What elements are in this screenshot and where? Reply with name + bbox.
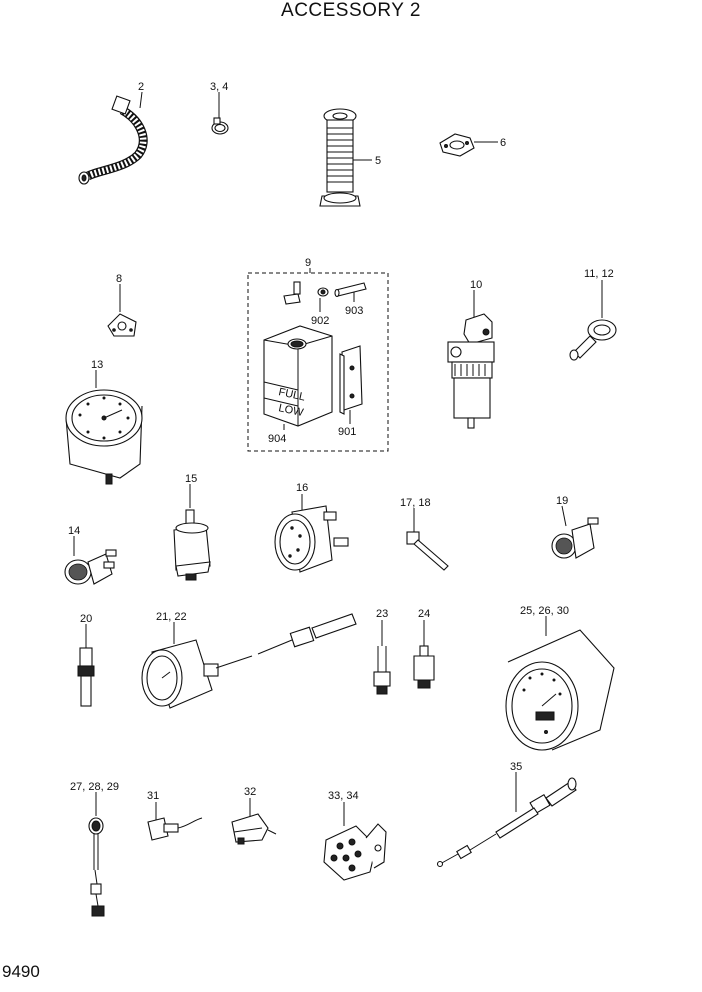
callout-23: 23 bbox=[376, 608, 388, 620]
part-35-throttle-cable: 35 bbox=[436, 761, 577, 868]
part-25-26-30-tachometer: 25, 26, 30 bbox=[505, 605, 615, 751]
callout-16: 16 bbox=[296, 482, 308, 494]
tank-low-label: LOW bbox=[277, 402, 305, 419]
callout-13: 13 bbox=[91, 359, 103, 371]
callout-33-34: 33, 34 bbox=[328, 790, 359, 802]
callout-901: 901 bbox=[338, 426, 356, 438]
callout-8: 8 bbox=[116, 273, 122, 285]
callout-3-4: 3, 4 bbox=[210, 81, 228, 93]
part-19-gauge: 19 bbox=[551, 495, 599, 559]
part-17-18-pin: 17, 18 bbox=[400, 497, 449, 571]
part-8-flange: 8 bbox=[107, 273, 137, 337]
callout-2: 2 bbox=[138, 81, 144, 93]
part-15-sender: 15 bbox=[173, 473, 211, 581]
part-3-4-clamp: 3, 4 bbox=[210, 81, 229, 135]
part-2-hose: 2 bbox=[78, 81, 148, 185]
part-16-gauge: 16 bbox=[274, 482, 349, 573]
callout-21-22: 21, 22 bbox=[156, 611, 187, 623]
tank-full-label: FULL bbox=[277, 386, 306, 403]
part-11-12-banjo: 11, 12 bbox=[569, 268, 617, 361]
callout-35: 35 bbox=[510, 761, 522, 773]
callout-17-18: 17, 18 bbox=[400, 497, 431, 509]
callout-15: 15 bbox=[185, 473, 197, 485]
callout-902: 902 bbox=[311, 315, 329, 327]
callout-10: 10 bbox=[470, 279, 482, 291]
callout-5: 5 bbox=[375, 155, 381, 167]
page-number: 9490 bbox=[2, 962, 40, 981]
callout-20: 20 bbox=[80, 613, 92, 625]
part-13-gauge: 13 bbox=[65, 359, 143, 485]
part-9-tank-kit: 9 902 903 FULL LOW 904 901 bbox=[247, 257, 389, 452]
callout-31: 31 bbox=[147, 790, 159, 802]
part-23-switch: 23 bbox=[373, 608, 391, 695]
callout-19: 19 bbox=[556, 495, 568, 507]
part-24-switch: 24 bbox=[413, 608, 435, 689]
callout-9: 9 bbox=[305, 257, 311, 269]
callout-904: 904 bbox=[268, 433, 286, 445]
part-20-sensor: 20 bbox=[77, 613, 95, 707]
part-10-filter: 10 bbox=[447, 279, 495, 429]
part-14-gauge: 14 bbox=[64, 525, 117, 585]
callout-32: 32 bbox=[244, 786, 256, 798]
callout-24: 24 bbox=[418, 608, 430, 620]
page-title: ACCESSORY 2 bbox=[281, 0, 421, 21]
callout-27-28-29: 27, 28, 29 bbox=[70, 781, 119, 793]
callout-6: 6 bbox=[500, 137, 506, 149]
part-32-housing: 32 bbox=[231, 786, 277, 845]
part-6-gasket: 6 bbox=[439, 133, 506, 157]
callout-903: 903 bbox=[345, 305, 363, 317]
part-33-34-key-switch: 33, 34 bbox=[323, 790, 387, 881]
part-5-bellows: 5 bbox=[319, 108, 381, 207]
part-27-28-29-cable: 27, 28, 29 bbox=[70, 781, 119, 917]
callout-25-26-30: 25, 26, 30 bbox=[520, 605, 569, 617]
part-21-22-gauge: 21, 22 bbox=[141, 611, 357, 709]
callout-11-12: 11, 12 bbox=[584, 268, 614, 280]
part-31-connector: 31 bbox=[147, 790, 203, 841]
callout-14: 14 bbox=[68, 525, 80, 537]
